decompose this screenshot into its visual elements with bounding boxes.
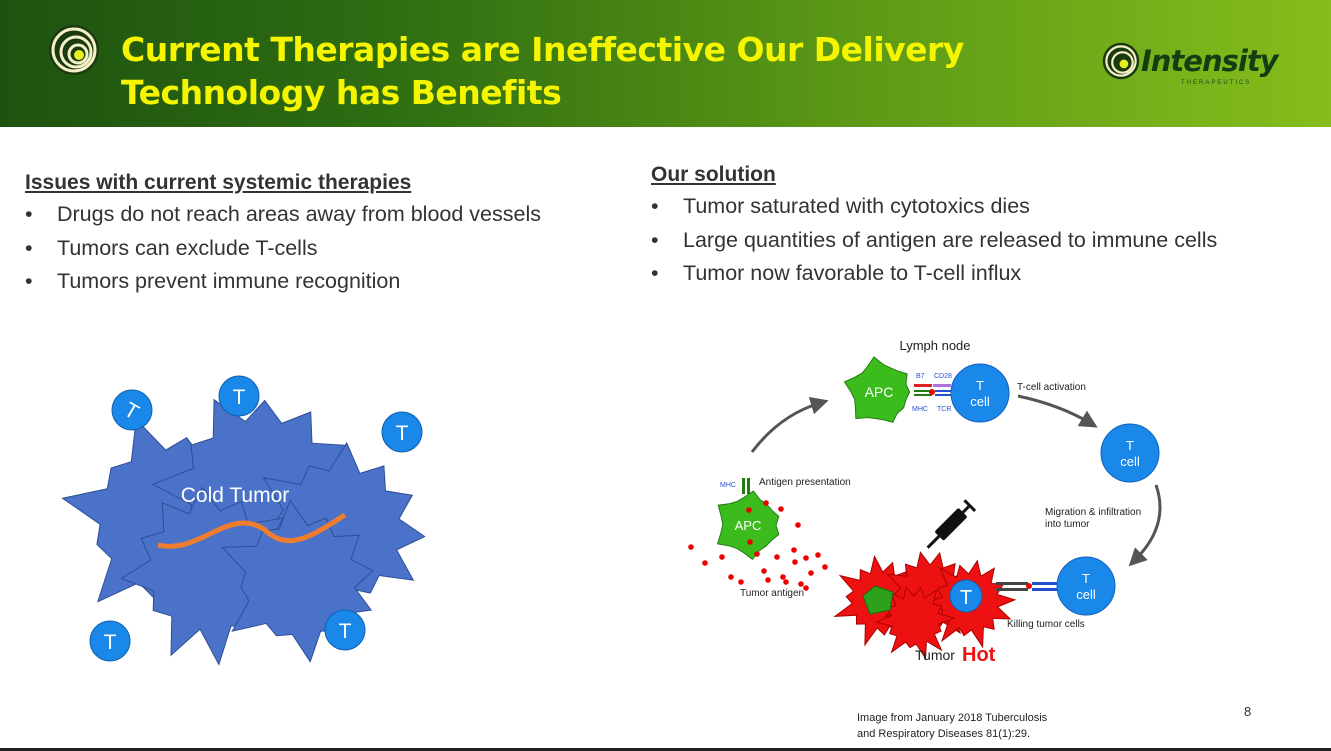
apc-cell: [716, 490, 780, 560]
antigen-dot: [702, 560, 708, 566]
antigen-dot: [803, 555, 809, 561]
svg-text:T: T: [976, 378, 984, 393]
lymph-node-label: Lymph node: [899, 338, 970, 353]
antigen-presentation-label: Antigen presentation: [759, 477, 851, 488]
apc-label: APC: [735, 518, 762, 533]
blood-vessel: [157, 512, 347, 549]
svg-text:T: T: [104, 631, 117, 654]
target-logo-icon: [49, 25, 99, 75]
tcr-label: TCR: [937, 406, 951, 413]
apc-cell: [843, 356, 911, 423]
spike-shape: [843, 356, 911, 423]
antigen-dot: [754, 551, 760, 557]
antigen-dot: [765, 577, 771, 583]
tumor-antigen-dots: [688, 500, 828, 591]
issue-bullet: Tumors prevent immune recognition: [25, 265, 541, 299]
antigen-dot: [738, 579, 744, 585]
antigen-dot: [798, 581, 804, 587]
issue-bullet: Drugs do not reach areas away from blood…: [25, 198, 541, 232]
migration-label-2: into tumor: [1045, 519, 1090, 530]
hot-label: Hot: [962, 644, 996, 666]
svg-text:T: T: [396, 422, 409, 445]
mhc-label: MHC: [912, 406, 928, 413]
t-cell: T: [218, 375, 260, 417]
svg-text:T: T: [960, 587, 972, 609]
svg-text:T: T: [1126, 438, 1134, 453]
solution-bullet: Large quantities of antigen are released…: [651, 224, 1217, 258]
svg-text:cell: cell: [970, 394, 990, 409]
b7-label: B7: [916, 373, 925, 380]
tumor-label: Tumor: [915, 647, 955, 663]
cold-tumor-shape: [61, 398, 426, 666]
solution-heading: Our solution: [651, 163, 776, 186]
syringe-icon: [926, 499, 977, 549]
activation-label: T-cell activation: [1017, 382, 1086, 393]
svg-text:T: T: [339, 620, 352, 643]
t-cell: T: [111, 389, 153, 431]
antigen-dot: [746, 507, 752, 513]
antigen-dot: [780, 574, 786, 580]
t-cell: T: [381, 411, 423, 453]
antigen-dot: [822, 564, 828, 570]
spike-shape: [875, 586, 956, 660]
svg-text:cell: cell: [1076, 587, 1096, 602]
apc-label: APC: [865, 384, 894, 400]
solution-bullet: Tumor saturated with cytotoxics dies: [651, 190, 1217, 224]
bottom-border: [0, 748, 1331, 751]
issue-bullet: Tumors can exclude T-cells: [25, 232, 541, 266]
antigen-dot: [803, 585, 809, 591]
brand-subtitle: THERAPEUTICS: [1181, 80, 1252, 86]
antigen-dot: [808, 570, 814, 576]
antigen-dot: [795, 522, 801, 528]
page-title: Current Therapies are Ineffective Our De…: [121, 30, 964, 112]
migration-label: Migration & infiltration: [1045, 507, 1141, 518]
caption-line: and Respiratory Diseases 81(1):29.: [857, 728, 1031, 740]
antigen-dot: [792, 559, 798, 565]
brand-logo-icon: [1102, 42, 1140, 80]
hot-tumor-shape: [833, 551, 1017, 660]
issues-heading: Issues with current systemic therapies: [25, 171, 412, 194]
issues-section: Issues with current systemic therapies D…: [25, 168, 541, 299]
spike-shape: [716, 490, 780, 560]
antigen-dot: [719, 554, 725, 560]
image-caption: Image from January 2018 Tuberculosis and…: [857, 710, 1047, 742]
antigen-dot: [747, 539, 753, 545]
cold-tumor-label: Cold Tumor: [181, 484, 290, 507]
killing-label: Killing tumor cells: [1007, 619, 1085, 630]
svg-text:T: T: [1082, 571, 1090, 586]
t-cell: T: [949, 579, 983, 613]
svg-text:T: T: [233, 386, 246, 409]
brand-name: Intensity: [1141, 44, 1279, 78]
antigen-dot: [761, 568, 767, 574]
antigen-dot: [763, 500, 769, 506]
solution-section: Our solution Tumor saturated with cytoto…: [651, 160, 1217, 291]
antigen-dot: [774, 554, 780, 560]
antigen-dot: [778, 506, 784, 512]
mhc-label: MHC: [720, 482, 736, 489]
t-cell: T: [324, 609, 366, 651]
antigen-dot: [728, 574, 734, 580]
page-number: 8: [1244, 704, 1252, 719]
svg-text:cell: cell: [1120, 454, 1140, 469]
antigen-dot: [791, 547, 797, 553]
antigen-dot: [688, 544, 694, 550]
caption-line: Image from January 2018 Tuberculosis: [857, 712, 1048, 724]
antigen-dot: [815, 552, 821, 558]
antigen-dot: [783, 579, 789, 585]
tumor-antigen-label: Tumor antigen: [740, 588, 804, 599]
solution-bullet: Tumor now favorable to T-cell influx: [651, 257, 1217, 291]
cd28-label: CD28: [934, 373, 952, 380]
t-cell: T: [89, 620, 131, 662]
cold-tumor-diagram: Cold Tumor T T T T T: [61, 375, 426, 666]
